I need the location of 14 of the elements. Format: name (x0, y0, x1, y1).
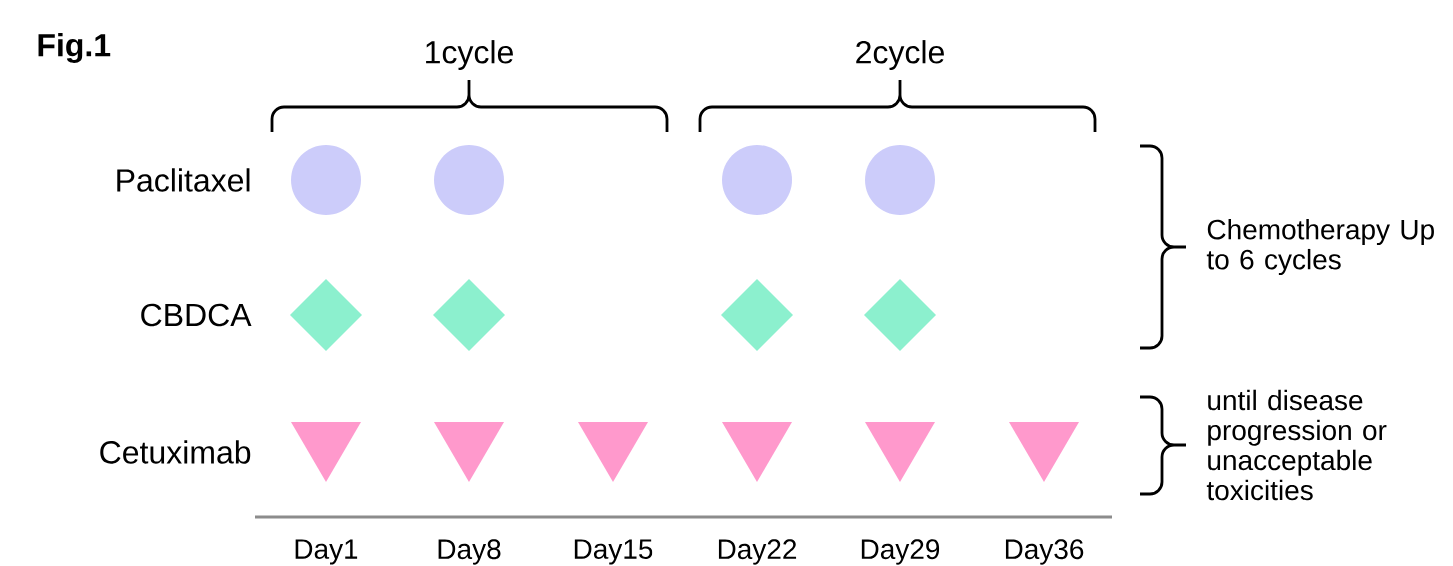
cycle-label: 2cycle (856, 40, 944, 70)
day-label: Day22 (718, 539, 797, 565)
row-label: Paclitaxel (117, 168, 250, 192)
cycle-label: 1cycle (426, 40, 513, 70)
row-label: CBDCA (141, 303, 252, 327)
day-label: Day8 (438, 539, 501, 565)
bracket-note: Chemotherapy Up to 6 cycles (1206, 218, 1434, 276)
day-label: Day15 (574, 539, 653, 565)
day-label: Day1 (295, 539, 358, 565)
row-label: Cetuximab (100, 440, 251, 464)
day-label: Day36 (1005, 539, 1084, 565)
day-label: Day29 (861, 539, 940, 565)
figure-title: Fig.1 (38, 33, 111, 63)
bracket-note: until disease progression or unacceptable toxicities (1206, 389, 1387, 501)
